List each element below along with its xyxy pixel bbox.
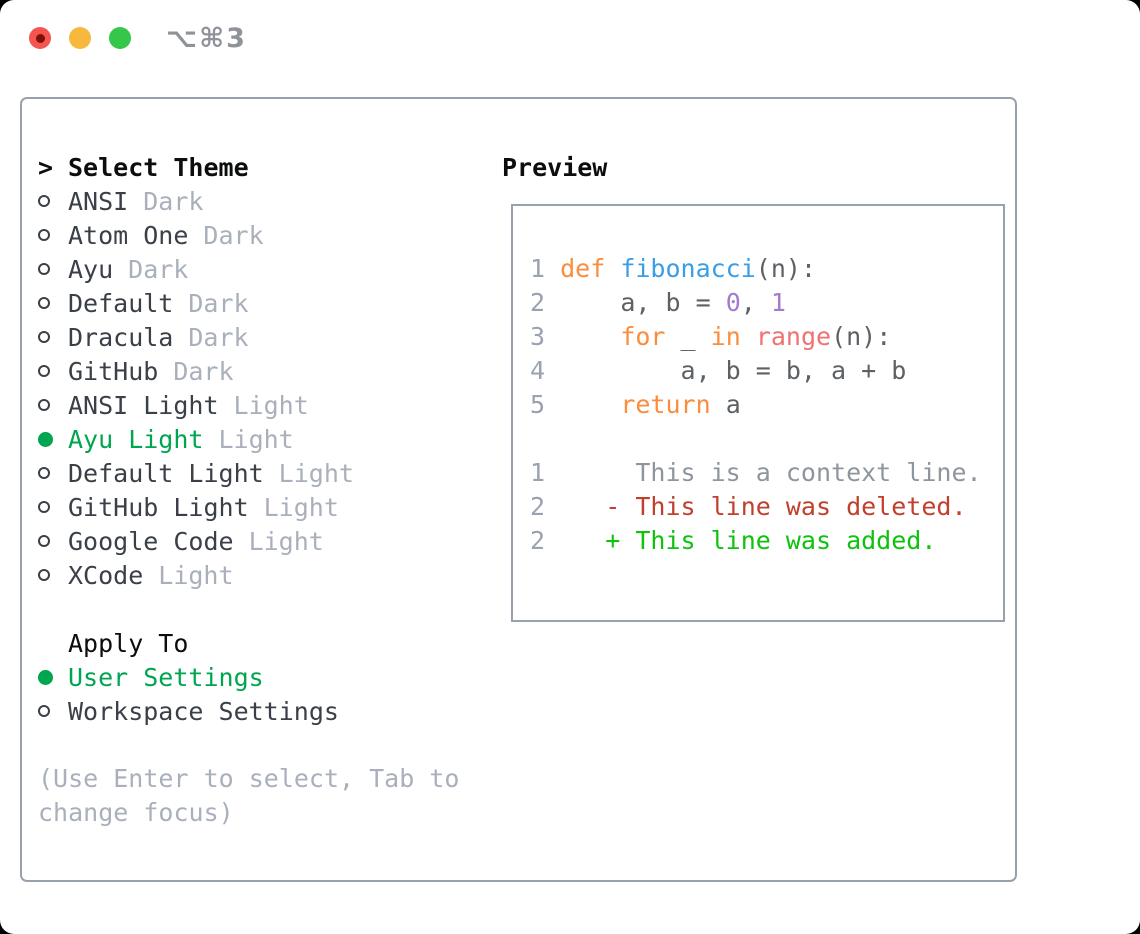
theme-variant-tag: Light [218, 424, 294, 454]
theme-list-header-row: > Select Theme [38, 150, 354, 184]
radio-icon [38, 229, 50, 241]
help-line: change focus) [38, 798, 234, 827]
theme-option-label: Atom One [68, 220, 189, 250]
theme-option[interactable]: Ayu Dark [38, 252, 354, 286]
zoom-button[interactable] [109, 27, 131, 49]
radio-icon [38, 365, 50, 377]
theme-variant-tag: Dark [188, 322, 249, 352]
radio-icon [38, 399, 50, 411]
radio-icon [38, 263, 50, 275]
window-title: ⌥⌘3 [166, 23, 247, 54]
help-text: (Use Enter to select, Tab to change focu… [38, 762, 459, 830]
apply-to-option[interactable]: User Settings [38, 660, 339, 694]
theme-option-label: ANSI Light [68, 390, 219, 420]
code-line: 1 This is a context line. [530, 458, 982, 487]
preview-pane: 1 def fibonacci(n): 2 a, b = 0, 1 3 for _ … [511, 204, 1005, 622]
preview-title: Preview [502, 152, 608, 182]
radio-icon [38, 705, 50, 717]
theme-variant-tag: Dark [203, 220, 264, 250]
theme-option[interactable]: Atom One Dark [38, 218, 354, 252]
theme-option[interactable]: Default Dark [38, 286, 354, 320]
radio-icon [38, 467, 50, 479]
theme-list-title: Select Theme [68, 152, 249, 182]
apply-to-title: Apply To [68, 628, 189, 658]
prompt-caret-icon: > [38, 152, 54, 182]
theme-option-label: Ayu [68, 254, 114, 284]
radio-icon [38, 195, 50, 207]
code-line: 2 a, b = 0, 1 [530, 288, 786, 317]
theme-variant-tag: Dark [143, 186, 204, 216]
theme-option-label: Dracula [68, 322, 174, 352]
code-line [530, 422, 1003, 456]
radio-icon [38, 331, 50, 343]
apply-to-option-label: Workspace Settings [68, 696, 339, 726]
theme-option[interactable]: GitHub Light Light [38, 490, 354, 524]
radio-selected-icon [38, 669, 53, 685]
theme-variant-tag: Dark [128, 254, 189, 284]
theme-option-label: Default [68, 288, 174, 318]
code-line: 2 + This line was added. [530, 526, 937, 555]
close-dot-icon [35, 33, 45, 43]
close-button[interactable] [29, 27, 51, 49]
code-line [530, 218, 1003, 252]
code-line: 4 a, b = b, a + b [530, 356, 907, 385]
radio-icon [38, 297, 50, 309]
theme-option[interactable]: GitHub Dark [38, 354, 354, 388]
theme-variant-tag: Light [233, 390, 309, 420]
radio-selected-icon [38, 431, 53, 447]
theme-option[interactable]: XCode Light [38, 558, 354, 592]
apply-to-option[interactable]: Workspace Settings [38, 694, 339, 728]
theme-option-label: GitHub [68, 356, 159, 386]
theme-option[interactable]: Ayu Light Light [38, 422, 354, 456]
theme-option[interactable]: ANSI Light Light [38, 388, 354, 422]
minimize-button[interactable] [69, 27, 91, 49]
theme-option[interactable]: Default Light Light [38, 456, 354, 490]
apply-to-header-row: Apply To [38, 626, 339, 660]
theme-option-label: Ayu Light [68, 424, 204, 454]
theme-variant-tag: Light [248, 526, 324, 556]
code-line: 5 return a [530, 390, 741, 419]
theme-variant-tag: Light [278, 458, 354, 488]
theme-option-label: Google Code [68, 526, 234, 556]
apply-to-option-label: User Settings [68, 662, 264, 692]
theme-variant-tag: Dark [188, 288, 249, 318]
theme-option[interactable]: ANSI Dark [38, 184, 354, 218]
theme-option-label: GitHub Light [68, 492, 249, 522]
theme-option[interactable]: Dracula Dark [38, 320, 354, 354]
theme-option[interactable]: Google Code Light [38, 524, 354, 558]
theme-variant-tag: Light [158, 560, 234, 590]
help-line: (Use Enter to select, Tab to [38, 764, 460, 793]
theme-option-label: XCode [68, 560, 144, 590]
code-line: 1 def fibonacci(n): [530, 254, 817, 283]
code-line: 3 for _ in range(n): [530, 322, 892, 351]
radio-icon [38, 501, 50, 513]
theme-option-label: Default Light [68, 458, 264, 488]
radio-icon [38, 535, 50, 547]
code-line: 2 - This line was deleted. [530, 492, 967, 521]
theme-variant-tag: Dark [173, 356, 234, 386]
radio-icon [38, 569, 50, 581]
theme-variant-tag: Light [263, 492, 339, 522]
theme-option-label: ANSI [68, 186, 129, 216]
